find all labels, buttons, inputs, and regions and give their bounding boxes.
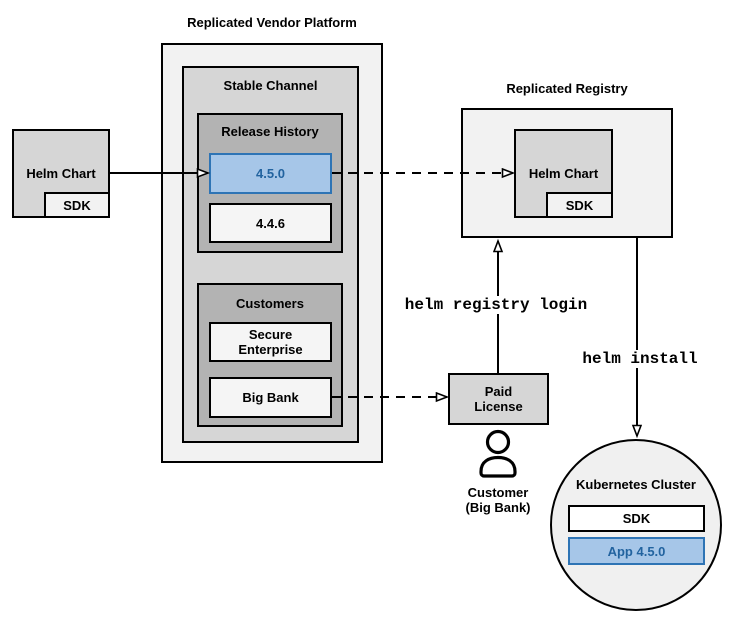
customer-big-bank-box: Big Bank — [209, 377, 332, 418]
customer-secure-enterprise-label: Secure Enterprise — [238, 327, 303, 357]
k8s-app-box: App 4.5.0 — [568, 537, 705, 565]
registry-helm-chart-label: Helm Chart — [528, 166, 599, 181]
vendor-platform-box: Stable Channel Release History 4.5.0 4.4… — [161, 43, 383, 463]
customers-box: Customers Secure Enterprise Big Bank — [197, 283, 343, 427]
k8s-sdk-box: SDK — [568, 505, 705, 532]
release-history-title: Release History — [221, 124, 319, 139]
sdk-label: SDK — [565, 197, 594, 213]
customer-secure-enterprise-box: Secure Enterprise — [209, 322, 332, 362]
version-4-5-0-box: 4.5.0 — [209, 153, 332, 194]
customers-title: Customers — [236, 296, 304, 311]
customer-actor-label: Customer (Big Bank) — [465, 485, 531, 515]
k8s-sdk-label: SDK — [622, 511, 651, 526]
vendor-platform-title: Replicated Vendor Platform — [187, 15, 357, 30]
kubernetes-cluster-title: Kubernetes Cluster — [576, 477, 696, 492]
kubernetes-cluster-circle: Kubernetes Cluster SDK App 4.5.0 — [550, 439, 722, 611]
customer-big-bank-label: Big Bank — [242, 390, 299, 405]
stable-channel-box: Stable Channel Release History 4.5.0 4.4… — [182, 66, 359, 443]
version-4-4-6-box: 4.4.6 — [209, 203, 332, 243]
version-4-5-0-label: 4.5.0 — [256, 166, 285, 181]
registry-helm-chart-box: Helm Chart SDK — [514, 129, 613, 218]
helm-chart-source-sdk-box: SDK — [44, 192, 110, 218]
replicated-registry-box: Helm Chart SDK — [461, 108, 673, 238]
stable-channel-title: Stable Channel — [223, 78, 318, 93]
helm-chart-source-box: Helm Chart SDK — [12, 129, 110, 218]
cmd-helm-registry-login: helm registry login — [401, 296, 591, 314]
sdk-label: SDK — [63, 197, 91, 213]
customer-person-icon — [479, 429, 517, 478]
k8s-app-label: App 4.5.0 — [607, 543, 666, 559]
release-history-box: Release History 4.5.0 4.4.6 — [197, 113, 343, 253]
helm-chart-source-label: Helm Chart — [26, 166, 96, 181]
registry-title: Replicated Registry — [506, 81, 628, 96]
paid-license-box: Paid License — [448, 373, 549, 425]
paid-license-label: Paid License — [474, 384, 523, 414]
cmd-helm-install: helm install — [579, 350, 701, 368]
version-4-4-6-label: 4.4.6 — [256, 215, 285, 231]
registry-sdk-box: SDK — [546, 192, 613, 218]
